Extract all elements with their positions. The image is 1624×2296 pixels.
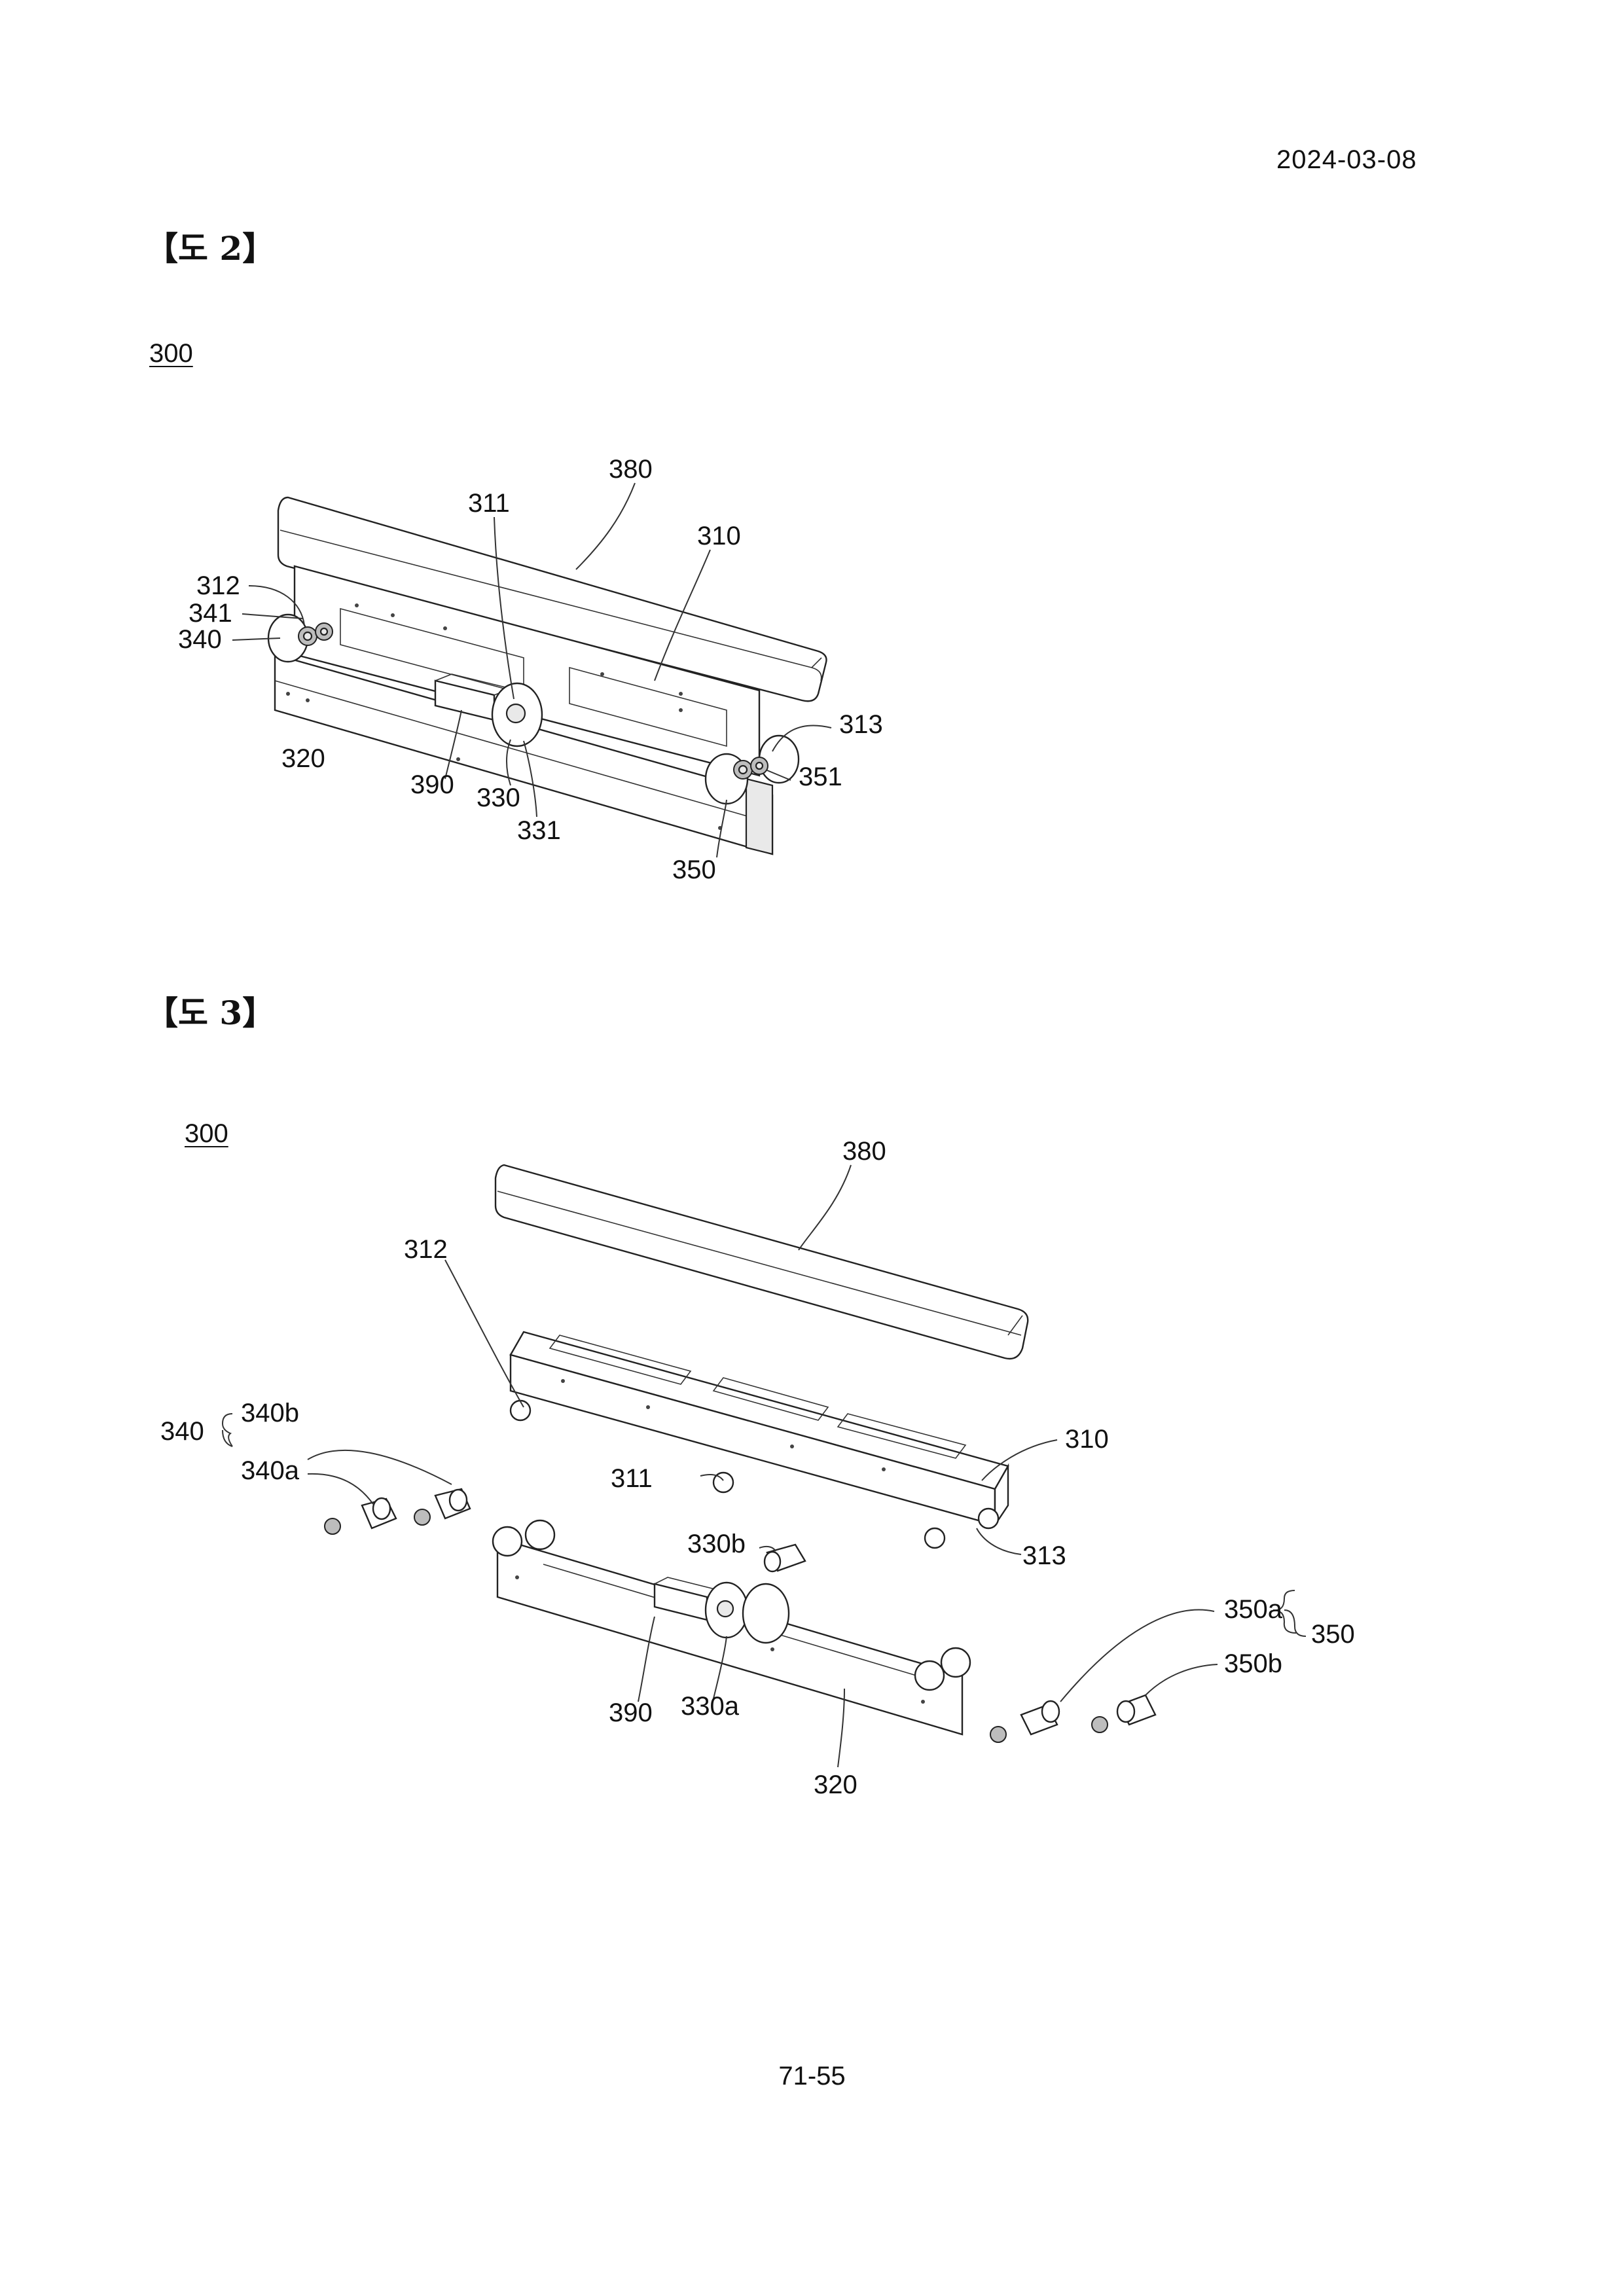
fig3-label-340b: 340b [241, 1399, 299, 1427]
document-date: 2024-03-08 [1276, 145, 1417, 174]
fig2-label-310: 310 [697, 522, 741, 550]
figure-3-title: 【도 3】 [145, 994, 276, 1032]
fig3-label-311: 311 [611, 1464, 653, 1493]
fig2-label-380: 380 [609, 455, 653, 484]
fig2-label-320: 320 [281, 744, 325, 773]
hinge-330a [704, 1581, 790, 1644]
figure-2-ref-number: 300 [149, 339, 193, 368]
fig3-label-330b: 330b [687, 1530, 746, 1558]
fig3-label-320: 320 [814, 1770, 857, 1799]
lower-frame-320 [274, 653, 774, 855]
cushion-380 [494, 1164, 1029, 1360]
fig2-label-331: 331 [517, 816, 561, 845]
pin-350a-350b [990, 1694, 1157, 1743]
fig3-label-310: 310 [1065, 1425, 1109, 1454]
figure-3-ref-number: 300 [185, 1119, 228, 1148]
hinge-350 [704, 734, 800, 805]
fig3-label-340a: 340a [241, 1456, 300, 1485]
fig3-label-380: 380 [842, 1137, 886, 1166]
fig2-label-330: 330 [477, 783, 520, 812]
fig3-label-350: 350 [1311, 1620, 1355, 1649]
fig2-label-340: 340 [178, 625, 222, 654]
fig3-label-390: 390 [609, 1698, 653, 1727]
fig3-label-312: 312 [404, 1235, 448, 1264]
fig3-label-350a: 350a [1224, 1595, 1283, 1624]
figure-2-title: 【도 2】 [145, 229, 276, 268]
fig2-label-351: 351 [799, 762, 842, 791]
pin-330b [763, 1543, 806, 1573]
fig3-label-350b: 350b [1224, 1649, 1282, 1678]
page-number: 71-55 [778, 2062, 846, 2090]
upper-frame-310 [509, 1331, 1009, 1549]
fig3-label-313: 313 [1022, 1541, 1066, 1570]
fig2-label-312: 312 [196, 571, 240, 600]
fig3-label-330a: 330a [681, 1692, 740, 1721]
fig2-label-350: 350 [672, 855, 716, 884]
cushion-380 [277, 496, 827, 702]
hinge-330 [491, 682, 543, 747]
fig2-label-313: 313 [839, 710, 883, 739]
pin-340a-340b [324, 1488, 471, 1535]
fig2-label-390: 390 [410, 770, 454, 799]
fig3-label-340: 340 [160, 1417, 204, 1446]
fig2-label-341: 341 [189, 599, 232, 628]
fig2-label-311: 311 [468, 489, 510, 518]
